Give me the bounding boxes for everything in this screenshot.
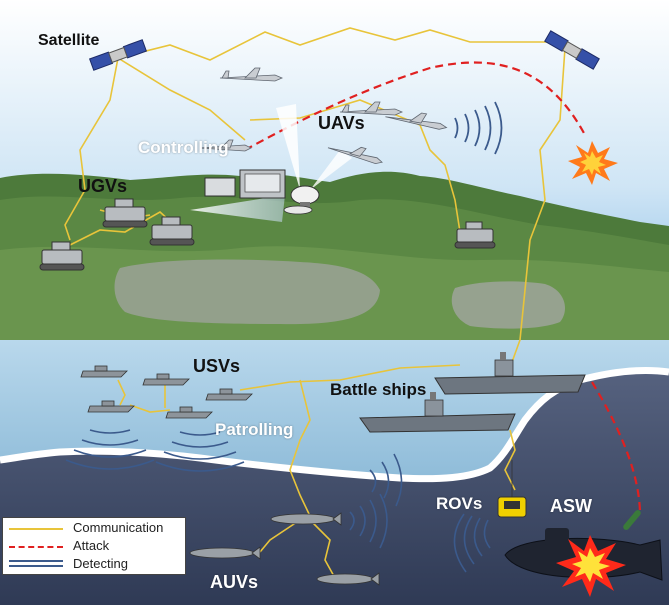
explosion-sea-icon	[556, 535, 626, 597]
label-rovs: ROVs	[436, 494, 483, 513]
label-controlling: Controlling	[138, 138, 229, 157]
legend-swatch-detecting	[9, 560, 63, 567]
legend-item-communication: Communication	[9, 520, 185, 536]
misty-clearing-right	[451, 281, 565, 329]
control-beam	[190, 195, 285, 222]
usv-icon	[165, 406, 213, 419]
auv-icon	[316, 572, 380, 586]
satellite-right-icon	[544, 30, 600, 70]
rov-icon	[497, 460, 527, 518]
battle-ship-icon	[359, 392, 516, 433]
usv-icon	[142, 373, 190, 386]
legend-item-detecting: Detecting	[9, 556, 185, 572]
attack-line-air	[244, 61, 586, 151]
legend-item-attack: Attack	[9, 538, 185, 554]
label-satellite: Satellite	[38, 32, 100, 49]
legend-label-communication: Communication	[73, 520, 164, 535]
torpedo-icon	[623, 510, 641, 530]
uav-icon	[219, 67, 284, 82]
label-patrolling: Patrolling	[215, 420, 294, 439]
ugv-icon	[39, 241, 85, 271]
label-battle-ships: Battle ships	[330, 380, 427, 399]
misty-clearing-left	[114, 259, 380, 325]
radar-dish-icon	[283, 185, 320, 215]
usv-detect-waves	[65, 429, 245, 472]
usv-icon	[80, 365, 128, 378]
legend-label-attack: Attack	[73, 538, 110, 553]
radar-beam-up	[276, 104, 300, 190]
label-ugvs: UGVs	[78, 176, 128, 196]
radar-beam-right	[310, 150, 352, 190]
auv-icon	[189, 546, 261, 560]
usv-icon	[87, 400, 135, 413]
uav-detect-waves	[454, 101, 503, 155]
legend-swatch-attack	[9, 546, 63, 548]
rov-detect-waves	[453, 513, 491, 573]
label-uavs: UAVs	[318, 113, 365, 133]
satellite-left-icon	[88, 39, 148, 71]
explosion-air-icon	[568, 141, 618, 185]
label-auvs: AUVs	[210, 572, 259, 592]
label-usvs: USVs	[193, 356, 241, 376]
ugv-icon	[102, 198, 148, 228]
legend-swatch-communication	[9, 528, 63, 530]
control-station-icon	[204, 169, 286, 199]
uav-icon	[327, 146, 383, 165]
battle-ship-icon	[434, 352, 586, 395]
auv-detect-waves	[349, 453, 403, 549]
uav-icon	[385, 112, 448, 130]
attack-line-sub	[591, 381, 642, 516]
ugv-icon	[454, 221, 496, 249]
legend-label-detecting: Detecting	[73, 556, 128, 571]
label-asw: ASW	[550, 496, 592, 516]
usv-icon	[205, 388, 253, 401]
uav-icon	[199, 139, 252, 152]
auv-icon	[270, 512, 342, 526]
ugv-icon	[149, 216, 195, 246]
uav-icon	[339, 101, 404, 116]
legend: Communication Attack Detecting	[2, 517, 186, 575]
